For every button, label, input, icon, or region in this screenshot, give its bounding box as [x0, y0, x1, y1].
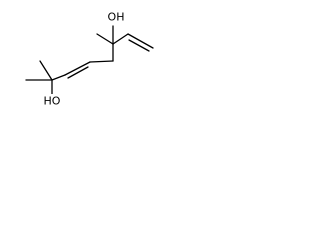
bond-ch2-ch	[89, 60, 114, 63]
bond-vinyl-double-outer	[127, 33, 154, 49]
bond-vinyl-single	[112, 33, 129, 45]
atom-labels: OH HO	[42, 10, 126, 108]
skeletal-formula: OH HO	[25, 10, 154, 108]
bonds	[25, 25, 154, 95]
label-bg-oh-top	[106, 10, 126, 24]
hydroxyl-label-bottom: HO	[44, 95, 61, 108]
bond-c-methyl-top	[96, 33, 114, 45]
bond-alkene-inner	[67, 66, 89, 79]
bond-vinyl-double-inner	[128, 39, 150, 52]
bond-ch-cq	[51, 74, 66, 81]
bond-cq-methyl-a	[39, 60, 53, 81]
hydroxyl-label-top: OH	[108, 11, 125, 24]
label-bg-oh-bottom	[42, 94, 62, 108]
bond-alkene-outer	[64, 61, 91, 76]
